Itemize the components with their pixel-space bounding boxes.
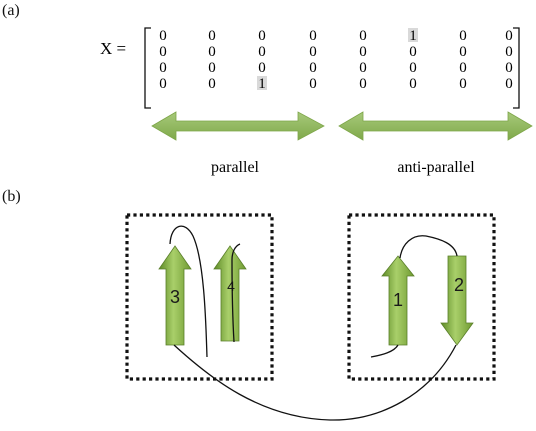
matrix-cell: 0: [309, 44, 317, 60]
strand-3-arrow: 3: [158, 245, 192, 346]
hairpin-box-left: [125, 213, 274, 381]
antiparallel-label: anti-parallel: [397, 159, 475, 176]
matrix-cell: 0: [505, 60, 513, 76]
matrix-cell: 0: [409, 60, 417, 76]
parallel-arrow: [151, 111, 325, 141]
strand-4-tail: [231, 243, 241, 343]
matrix-cell: 0: [309, 60, 317, 76]
panel-a-label: (a): [2, 2, 20, 19]
matrix-cell: 0: [208, 76, 216, 92]
matrix-cell: 0: [309, 28, 317, 44]
matrix-cell: 0: [359, 28, 367, 44]
loop-1-2: [399, 235, 458, 259]
matrix-cell: 0: [409, 76, 417, 92]
matrix-cell: 0: [505, 76, 513, 92]
matrix-cell: 0: [359, 44, 367, 60]
matrix-cell: 0: [459, 60, 467, 76]
matrix-cell: 0: [309, 76, 317, 92]
hairpin-box-right: [347, 213, 496, 381]
matrix-cell: 0: [159, 76, 167, 92]
matrix-cell: 0: [258, 28, 266, 44]
strand-1-tail: [370, 344, 399, 358]
matrix-cell: 0: [208, 28, 216, 44]
matrix-cell: 0: [359, 76, 367, 92]
antiparallel-arrow: [338, 111, 533, 141]
matrix-cell: 0: [159, 28, 167, 44]
matrix-cell: 0: [258, 44, 266, 60]
strand-2-number: 2: [454, 275, 464, 295]
matrix-cell: 0: [359, 60, 367, 76]
strand-3-number: 3: [170, 287, 180, 307]
matrix-cell: 0: [208, 60, 216, 76]
matrix-cell: 0: [208, 44, 216, 60]
matrix-cell: 0: [505, 44, 513, 60]
strand-4-arrow: 4: [213, 245, 247, 342]
matrix-cell: 0: [258, 60, 266, 76]
matrix-cell: 0: [159, 60, 167, 76]
matrix-cell: 1: [409, 28, 417, 44]
matrix-name: X =: [100, 39, 126, 58]
matrix-cell: 0: [159, 44, 167, 60]
matrix-cell: 0: [505, 28, 513, 44]
parallel-label: parallel: [211, 159, 260, 176]
matrix-right-bracket: [513, 27, 520, 109]
matrix-highlight: [257, 76, 267, 90]
loop-3-4: [169, 225, 208, 358]
strand-2-arrow: 2: [440, 255, 474, 346]
strand-1-arrow: 1: [381, 255, 415, 346]
panel-b-label: (b): [2, 188, 21, 205]
loop-2-3: [173, 344, 457, 421]
strand-4-number: 4: [227, 278, 235, 294]
matrix-cell: 1: [258, 76, 266, 92]
matrix-cell: 0: [409, 44, 417, 60]
matrix-cell: 0: [459, 76, 467, 92]
matrix-left-bracket: [144, 27, 151, 109]
matrix-highlight: [408, 28, 418, 42]
matrix-cell: 0: [459, 44, 467, 60]
matrix-cell: 0: [459, 28, 467, 44]
strand-1-number: 1: [393, 290, 403, 310]
